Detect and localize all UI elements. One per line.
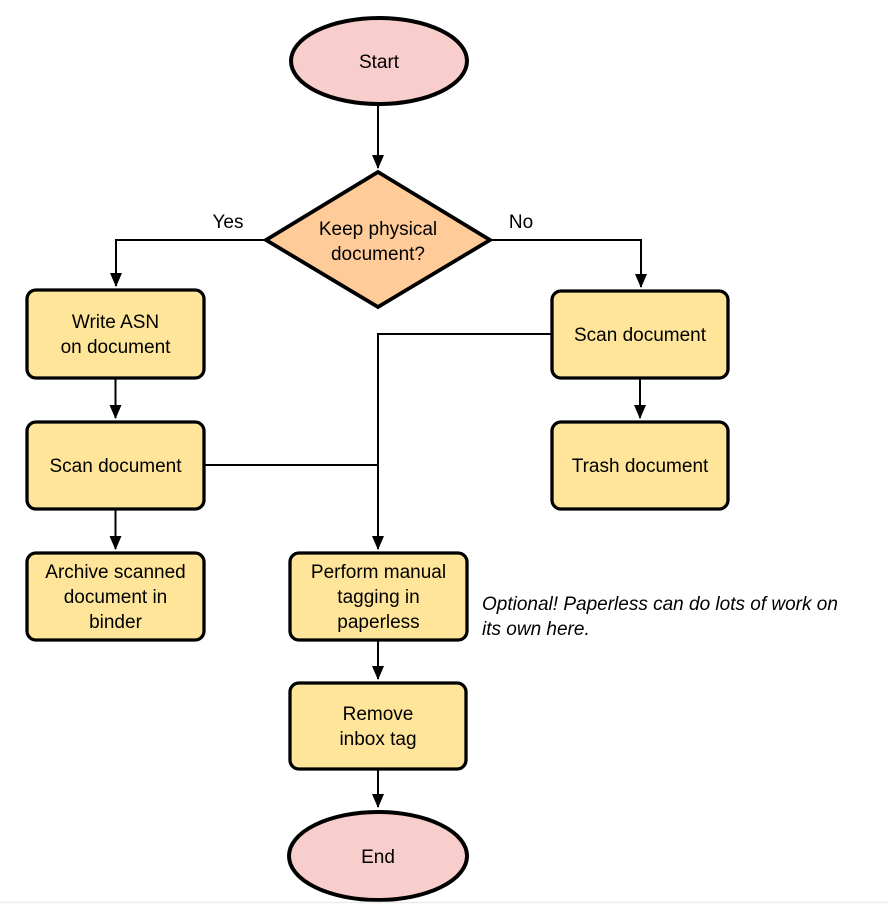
tagging-label-line3: paperless xyxy=(337,612,419,633)
remove-inbox-label-line1: Remove xyxy=(343,704,414,725)
start-ellipse xyxy=(289,16,469,106)
scan-left-label: Scan document xyxy=(49,456,182,477)
annotation-line1: Optional! Paperless can do lots of work … xyxy=(482,594,838,615)
tagging-label-line1: Perform manual xyxy=(311,562,446,583)
archive-label-line2: document in xyxy=(64,587,168,608)
remove-inbox-label-line2: inbox tag xyxy=(339,729,416,750)
edges xyxy=(109,104,647,808)
tagging-box xyxy=(288,551,469,642)
edge-label-yes: Yes xyxy=(213,212,244,233)
remove-inbox-box xyxy=(288,681,468,771)
start-label: Start xyxy=(359,52,400,73)
end-label: End xyxy=(361,847,395,868)
end-ellipse xyxy=(287,810,469,902)
edge-decision-no xyxy=(489,239,647,288)
scan-right-box xyxy=(550,289,730,380)
write-asn-box xyxy=(25,288,206,380)
node-end: End xyxy=(287,810,469,902)
trash-box xyxy=(550,420,730,511)
node-trash: Trash document xyxy=(550,420,730,511)
edge-scanright-to-tagging xyxy=(372,333,552,550)
trash-label: Trash document xyxy=(572,456,709,477)
tagging-label-line2: tagging in xyxy=(337,587,419,608)
node-tagging: Perform manual tagging in paperless xyxy=(288,551,469,642)
annotation-line2: its own here. xyxy=(482,619,590,640)
archive-label-line3: binder xyxy=(89,612,142,633)
node-archive: Archive scanned document in binder xyxy=(25,551,206,642)
node-write-asn: Write ASN on document xyxy=(25,288,206,380)
node-decision: Keep physical document? xyxy=(262,169,494,310)
write-asn-label-line1: Write ASN xyxy=(72,312,159,333)
edge-decision-yes xyxy=(110,239,266,287)
node-remove-inbox: Remove inbox tag xyxy=(288,681,468,771)
decision-label-line2: document? xyxy=(331,244,425,265)
scan-right-label: Scan document xyxy=(574,325,707,346)
write-asn-label-line2: on document xyxy=(61,337,172,358)
edge-label-no: No xyxy=(509,212,533,233)
archive-box xyxy=(25,551,206,642)
scan-left-box xyxy=(25,420,206,511)
decision-label-line1: Keep physical xyxy=(319,219,437,240)
node-scan-right: Scan document xyxy=(550,289,730,380)
node-scan-left: Scan document xyxy=(25,420,206,511)
archive-label-line1: Archive scanned xyxy=(45,562,185,583)
decision-diamond xyxy=(262,169,494,310)
annotation: Optional! Paperless can do lots of work … xyxy=(482,594,838,640)
node-start: Start xyxy=(289,16,469,106)
